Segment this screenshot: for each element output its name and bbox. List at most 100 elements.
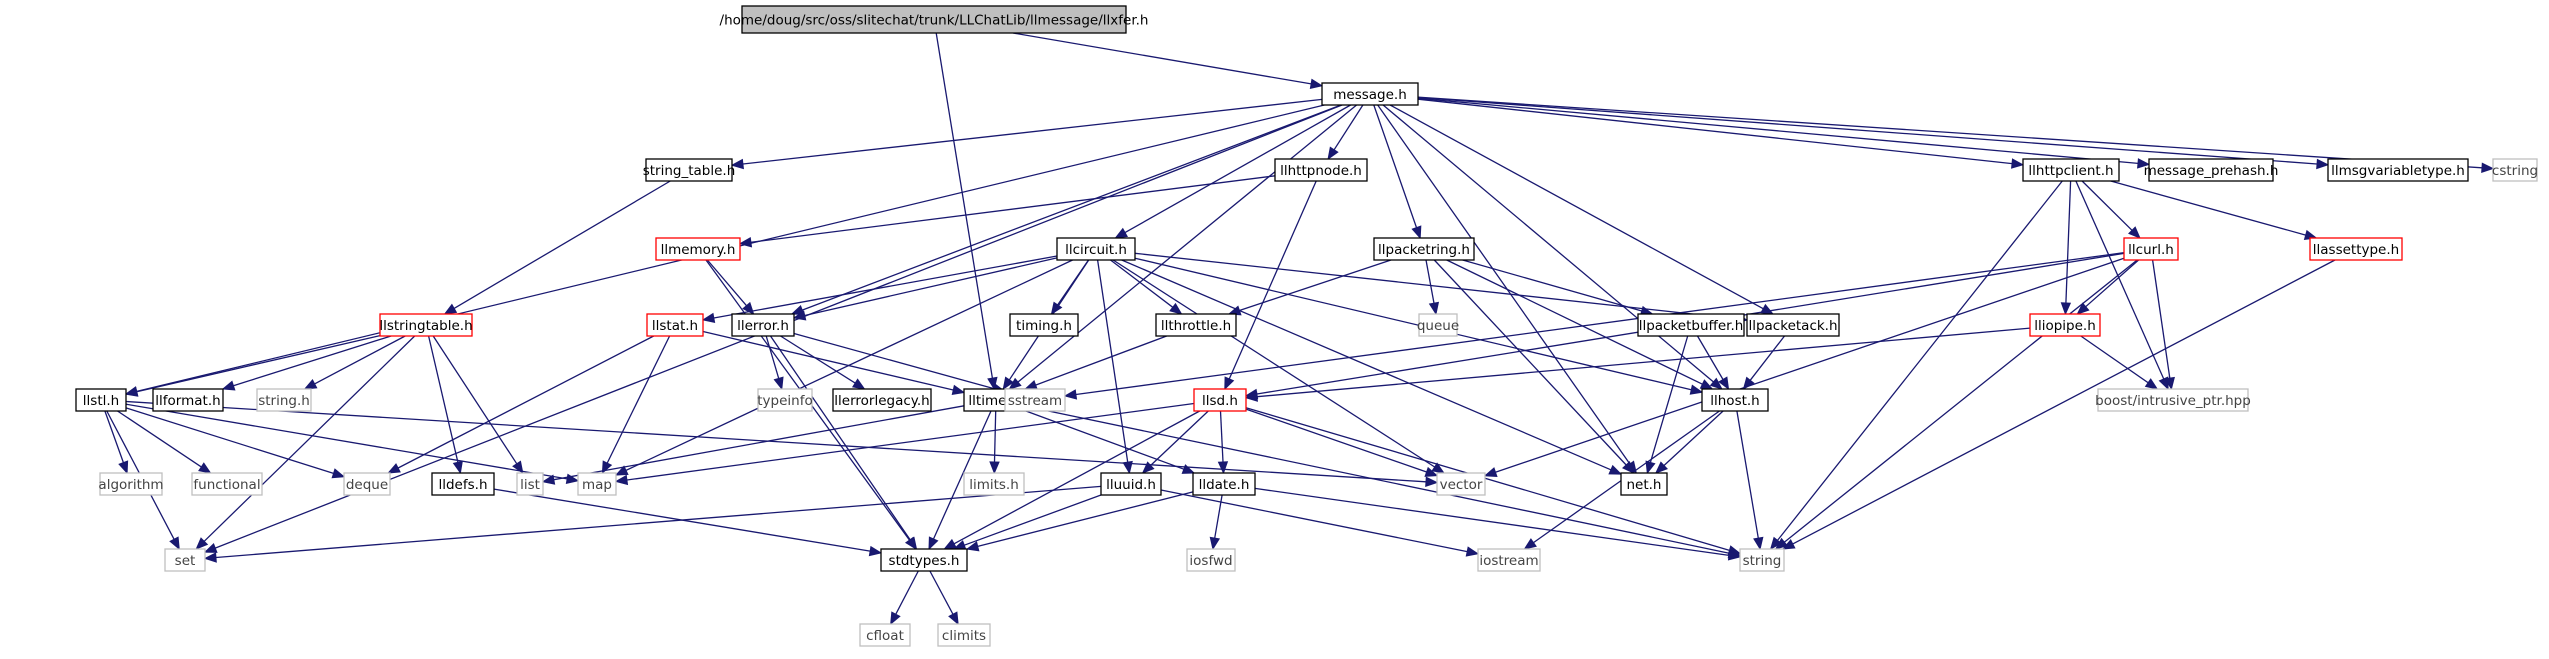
edge-line bbox=[706, 259, 747, 307]
edge-message-to-llpacketack bbox=[1389, 104, 1775, 315]
node-timing[interactable]: timing.h bbox=[1009, 313, 1079, 337]
node-box bbox=[655, 237, 741, 261]
node-llstat[interactable]: llstat.h bbox=[646, 313, 704, 337]
edge-line bbox=[233, 335, 392, 387]
edge-line bbox=[895, 570, 919, 615]
edge-llpacketack-to-llhost bbox=[1742, 335, 1786, 391]
node-box bbox=[741, 5, 1127, 34]
node-llsd[interactable]: llsd.h bbox=[1193, 388, 1247, 412]
arrowhead bbox=[1224, 376, 1235, 391]
arrowhead bbox=[1718, 376, 1730, 391]
edge-llstringtable-to-llstl bbox=[124, 334, 381, 397]
node-llhttpnode[interactable]: llhttpnode.h bbox=[1274, 158, 1368, 182]
node-llerrorlegacy[interactable]: llerrorlegacy.h bbox=[832, 388, 932, 412]
node-llpacketring[interactable]: llpacketring.h bbox=[1373, 237, 1475, 261]
node-llformat[interactable]: llformat.h bbox=[152, 388, 224, 412]
node-box bbox=[1637, 313, 1745, 337]
arrowhead bbox=[169, 536, 180, 551]
edge-line bbox=[1228, 180, 1317, 380]
node-llhost[interactable]: llhost.h bbox=[1701, 388, 1769, 412]
edge-line bbox=[136, 334, 381, 393]
node-functional: functional bbox=[191, 472, 263, 496]
node-llerror[interactable]: llerror.h bbox=[731, 313, 795, 337]
arrowhead bbox=[1169, 302, 1183, 315]
arrowhead bbox=[1781, 539, 1796, 550]
node-lldefs[interactable]: lldefs.h bbox=[431, 472, 495, 496]
arrowhead bbox=[1428, 301, 1440, 316]
node-string_table[interactable]: string_table.h bbox=[643, 158, 736, 182]
node-label: llmsgvariabletype.h bbox=[2331, 163, 2465, 179]
node-llmsgvariabletype[interactable]: llmsgvariabletype.h bbox=[2327, 158, 2469, 182]
node-label: llpacketring.h bbox=[1378, 242, 1470, 258]
arrowhead bbox=[1774, 537, 1789, 550]
arrowhead bbox=[2137, 158, 2151, 169]
edge-line bbox=[626, 402, 1195, 481]
node-vector: vector bbox=[1436, 472, 1486, 496]
node-cstring: cstring bbox=[2492, 158, 2538, 182]
edge-llcircuit-to-vector bbox=[1112, 259, 1446, 474]
node-label: limits.h bbox=[969, 477, 1019, 493]
arrowhead bbox=[730, 158, 744, 170]
edge-message-to-message_prehash bbox=[1417, 97, 2151, 169]
node-llmemory[interactable]: llmemory.h bbox=[655, 237, 741, 261]
edge-line bbox=[1696, 335, 1724, 380]
node-llthrottle[interactable]: llthrottle.h bbox=[1155, 313, 1237, 337]
edge-lldate-to-string bbox=[1254, 487, 1742, 561]
edge-llhost-to-neth bbox=[1654, 410, 1724, 474]
node-box bbox=[1192, 472, 1256, 496]
edge-llhttpclient-to-llcurl bbox=[2081, 180, 2141, 239]
arrowhead bbox=[614, 465, 629, 476]
edge-line bbox=[2151, 259, 2171, 379]
edge-stdtypes-to-cfloat bbox=[890, 570, 919, 626]
edge-llstat-to-lltimer bbox=[702, 330, 966, 396]
node-llassettype[interactable]: llassettype.h bbox=[2309, 237, 2403, 261]
node-stdtypes[interactable]: stdtypes.h bbox=[880, 548, 968, 572]
edge-line bbox=[1110, 259, 1174, 308]
node-label: climits bbox=[942, 628, 986, 644]
node-llcircuit[interactable]: llcircuit.h bbox=[1056, 237, 1136, 261]
node-neth[interactable]: net.h bbox=[1620, 472, 1668, 496]
node-label: cfloat bbox=[866, 628, 904, 644]
node-llhttpclient[interactable]: llhttpclient.h bbox=[2022, 158, 2120, 182]
edge-line bbox=[2081, 180, 2133, 231]
node-message_prehash[interactable]: message_prehash.h bbox=[2144, 158, 2279, 182]
arrowhead bbox=[512, 460, 524, 475]
node-lluuid[interactable]: lluuid.h bbox=[1100, 472, 1162, 496]
arrowhead bbox=[1709, 377, 1723, 390]
edge-line bbox=[1134, 257, 1692, 391]
arrowhead bbox=[928, 536, 939, 551]
edge-line bbox=[606, 335, 671, 464]
node-message[interactable]: message.h bbox=[1321, 82, 1419, 106]
node-map: map bbox=[577, 472, 617, 496]
node-lliopipe[interactable]: lliopipe.h bbox=[2029, 313, 2101, 337]
arrowhead bbox=[198, 462, 212, 474]
node-box bbox=[1193, 388, 1247, 412]
node-llstringtable[interactable]: llstringtable.h bbox=[379, 313, 473, 337]
arrowhead bbox=[331, 468, 346, 479]
edge-line bbox=[1663, 410, 1724, 466]
arrowhead bbox=[1465, 546, 1480, 557]
node-sstream: sstream bbox=[1004, 388, 1066, 412]
node-label: functional bbox=[193, 477, 260, 493]
edge-llhttpclient-to-llassettype bbox=[2110, 180, 2318, 240]
node-iosfwd: iosfwd bbox=[1186, 548, 1236, 572]
node-box bbox=[577, 472, 617, 496]
node-lldate[interactable]: lldate.h bbox=[1192, 472, 1256, 496]
node-llcurl[interactable]: llcurl.h bbox=[2123, 237, 2179, 261]
edge-line bbox=[1134, 252, 1737, 320]
edge-stdtypes-to-climits bbox=[929, 570, 959, 626]
arrowhead bbox=[221, 380, 236, 391]
arrowhead bbox=[2316, 158, 2330, 170]
node-label: llhttpnode.h bbox=[1280, 163, 1362, 179]
node-list: list bbox=[516, 472, 544, 496]
edge-llerror-to-sstream bbox=[793, 332, 1007, 394]
node-llpacketbuffer[interactable]: llpacketbuffer.h bbox=[1637, 313, 1745, 337]
node-llpacketack[interactable]: llpacketack.h bbox=[1746, 313, 1840, 337]
node-root[interactable]: /home/doug/src/oss/slitechat/trunk/LLCha… bbox=[720, 5, 1149, 34]
node-llstl[interactable]: llstl.h bbox=[75, 388, 127, 412]
edge-line bbox=[1462, 259, 1642, 312]
arrowhead bbox=[1122, 460, 1133, 475]
arrowhead bbox=[1654, 461, 1668, 474]
edge-line bbox=[1245, 408, 1427, 473]
arrowhead bbox=[203, 543, 218, 553]
